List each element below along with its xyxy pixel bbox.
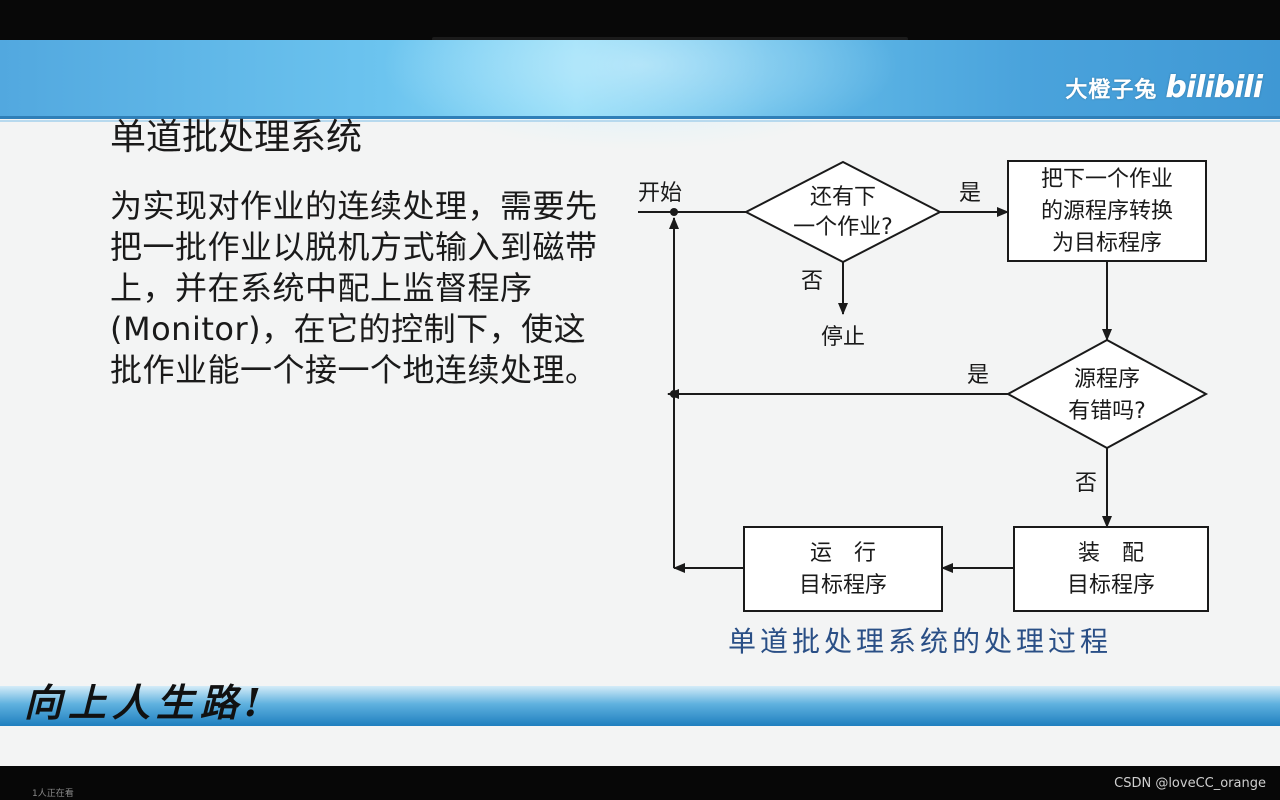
label-stop: 停止 — [821, 325, 865, 350]
run-line1: 运 行 — [810, 541, 876, 566]
viewer-count: 1人正在看 — [32, 789, 74, 799]
label-start: 开始 — [638, 181, 682, 206]
label-yes-1: 是 — [959, 181, 981, 206]
run-line2: 目标程序 — [799, 573, 887, 598]
slogan-text: 向上人生路! — [24, 680, 267, 725]
decision2-line2: 有错吗? — [1068, 399, 1146, 424]
diagram-caption: 单道批处理系统的处理过程 — [728, 625, 1113, 658]
slide-title: 单道批处理系统 — [110, 117, 363, 158]
csdn-credit: CSDN @loveCC_orange — [1114, 776, 1266, 791]
bilibili-logo-icon: bilibili — [1165, 70, 1263, 105]
label-yes-2: 是 — [967, 363, 989, 388]
junction-dot-mid — [670, 390, 678, 398]
decision-more-jobs — [743, 160, 943, 264]
header-divider — [0, 116, 1280, 119]
flowchart: 开始 还有下 一个作业? 是 否 停止 把下一个作业 的源程序转换 为目标程序 … — [638, 160, 1209, 612]
decision1-line1: 还有下 — [810, 185, 876, 210]
decision1-line2: 一个作业? — [793, 215, 893, 240]
slide-body-text: 为实现对作业的连续处理，需要先把一批作业以脱机方式输入到磁带上，并在系统中配上监… — [110, 187, 598, 389]
bilibili-watermark: 大橙子兔 bilibili — [1065, 70, 1263, 105]
load-line2: 目标程序 — [1067, 573, 1155, 598]
box-run-target — [743, 526, 943, 612]
process1-line1: 把下一个作业 — [1041, 167, 1173, 192]
junction-dot-top — [670, 208, 678, 216]
header-divider-light — [0, 120, 1280, 122]
top-black-bar — [0, 0, 1280, 41]
label-no-1: 否 — [801, 269, 823, 294]
slide-bottom-band — [0, 686, 1280, 726]
process1-line2: 的源程序转换 — [1041, 199, 1173, 224]
label-no-2: 否 — [1075, 471, 1097, 496]
decision-source-error — [1005, 338, 1209, 450]
load-line1: 装 配 — [1078, 541, 1144, 566]
process1-line3: 为目标程序 — [1052, 231, 1162, 256]
slide-header-band: 大橙子兔 bilibili — [0, 40, 1280, 150]
footer-bar — [0, 766, 1280, 800]
box-load-target — [1013, 526, 1209, 612]
decision2-line1: 源程序 — [1074, 367, 1140, 392]
box-convert-source — [1007, 160, 1207, 262]
uploader-name: 大橙子兔 — [1065, 78, 1158, 103]
video-progress-notch — [432, 37, 908, 41]
